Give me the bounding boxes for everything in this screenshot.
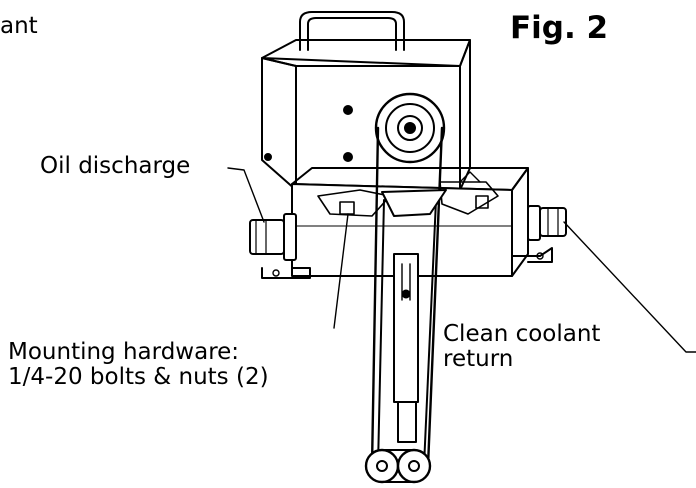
mounting-hardware-label-line1: Mounting hardware: <box>8 339 240 365</box>
oil-discharge-leader <box>227 167 265 223</box>
oil-discharge-label: Oil discharge <box>40 153 191 179</box>
carry-handle <box>299 11 405 51</box>
housing-screw <box>343 152 353 162</box>
mounting-hardware-leader <box>333 213 349 329</box>
partial-label-top-left: ant <box>0 13 38 39</box>
oil-discharge-fitting <box>249 213 297 261</box>
mounting-feet <box>261 247 553 279</box>
coolant-return-leader <box>563 221 696 353</box>
clean-coolant-label-line2: return <box>443 346 514 372</box>
belt-wheel-assembly <box>364 92 447 484</box>
housing-screw <box>264 153 272 161</box>
clean-coolant-label-line1: Clean coolant <box>443 321 601 347</box>
mounting-hardware-label-line2: 1/4-20 bolts & nuts (2) <box>8 364 269 390</box>
figure-label: Fig. 2 <box>510 10 609 46</box>
coolant-return-fitting <box>527 205 567 241</box>
housing-screw <box>343 105 353 115</box>
